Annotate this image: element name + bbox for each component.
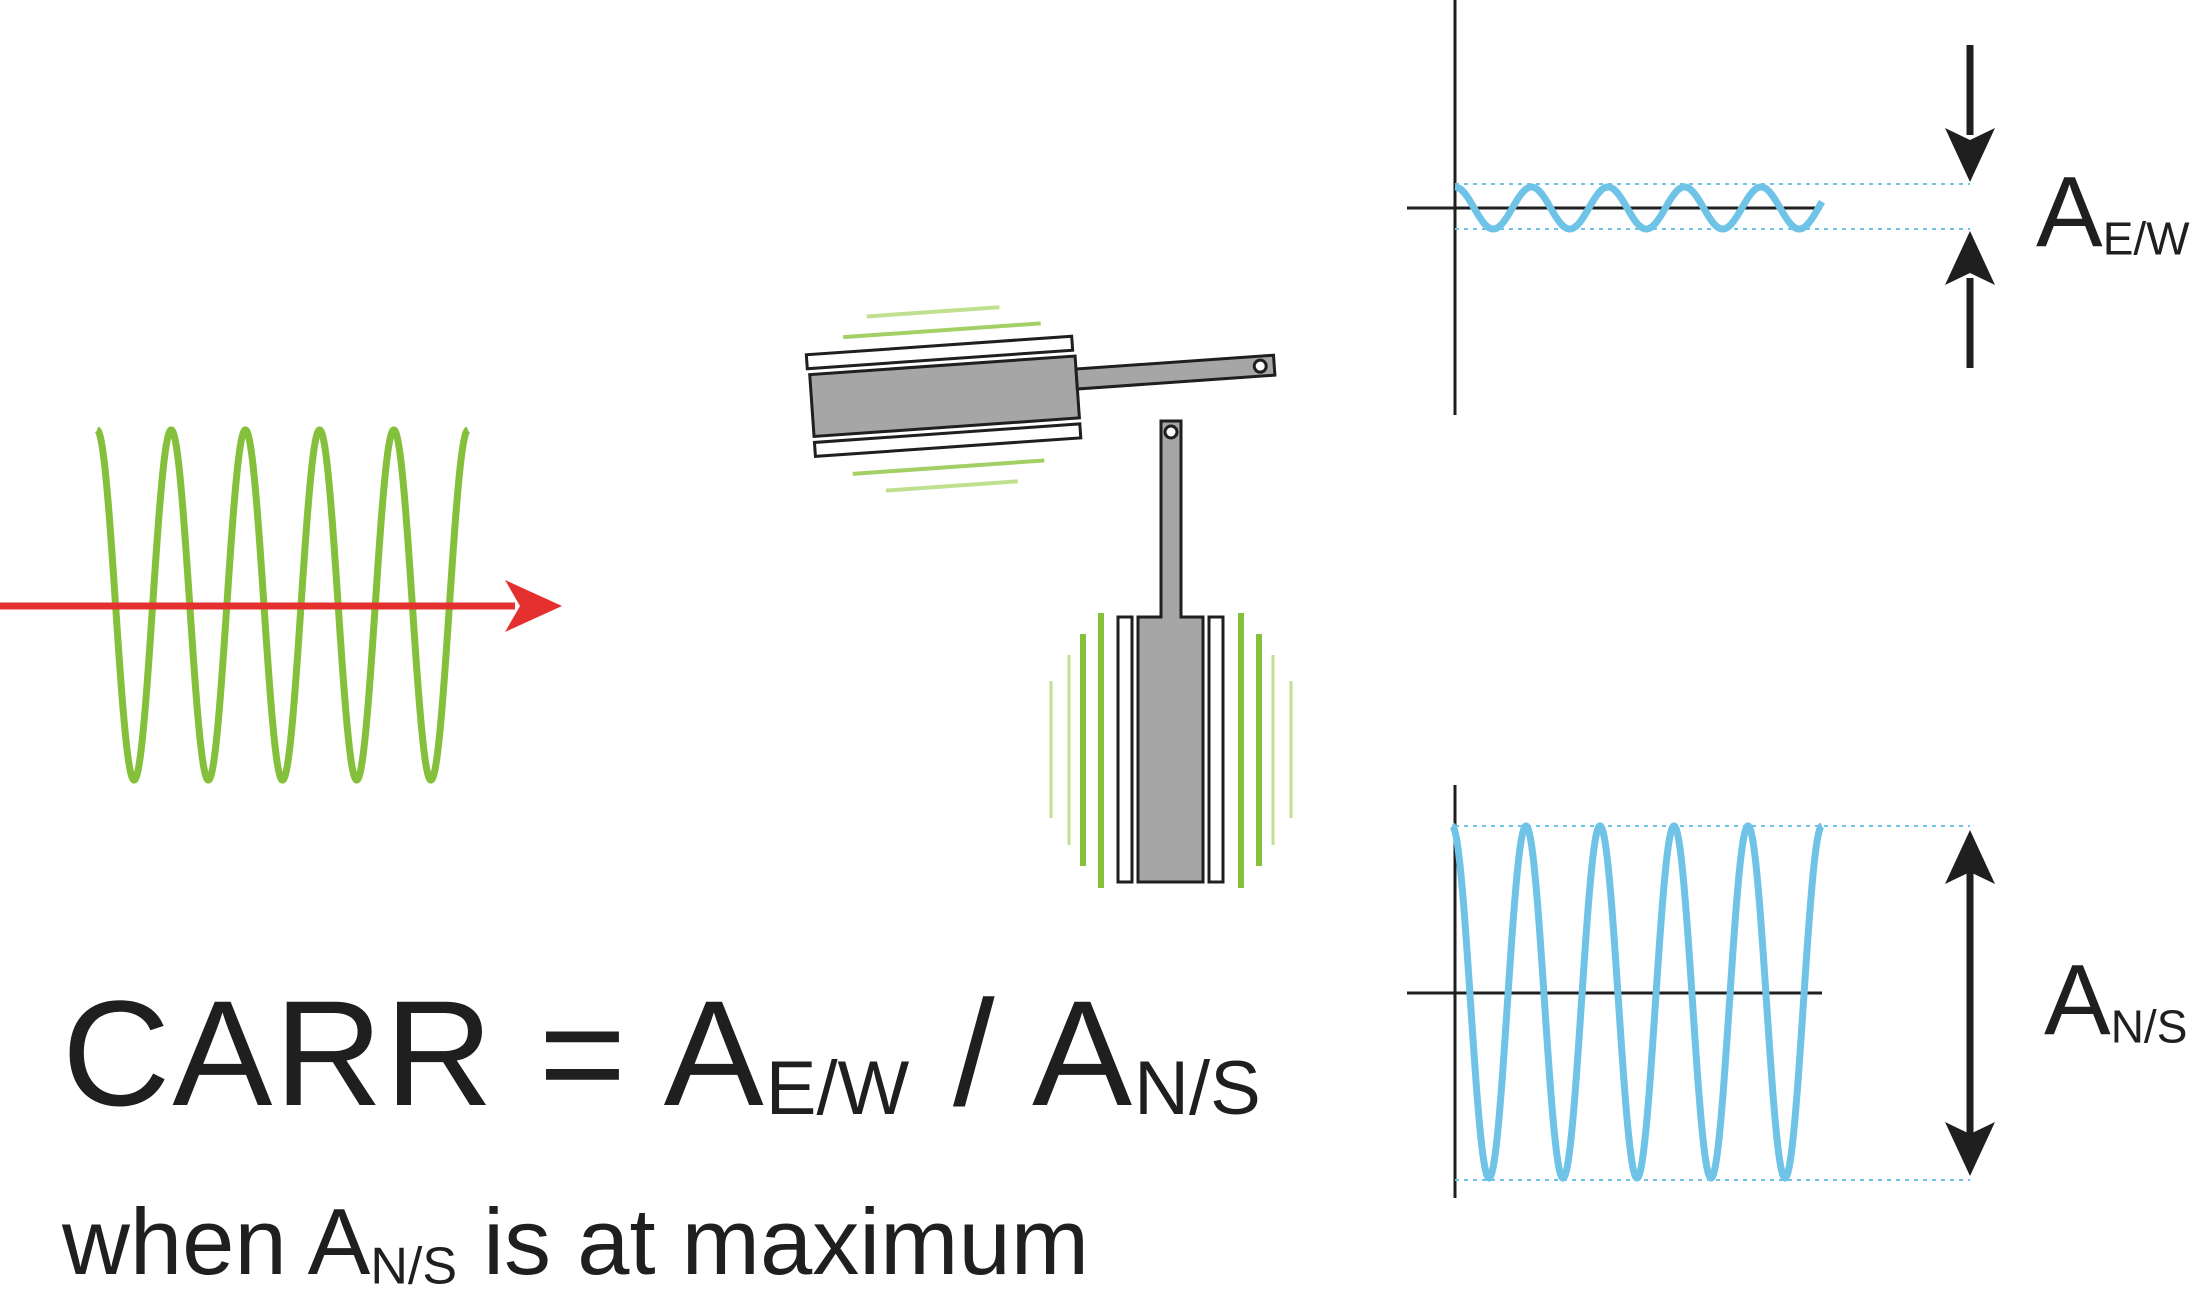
sensor-arm — [1136, 419, 1205, 884]
sensor-body — [808, 354, 1081, 439]
sensor-pivot — [1163, 424, 1179, 440]
sensor-plate-right — [1207, 615, 1225, 884]
vibration-line — [866, 305, 1000, 319]
sensor-arm — [1074, 353, 1277, 391]
ns-response-plot — [1407, 785, 1995, 1198]
ew-arrow-up-head — [1945, 231, 1995, 285]
vibration-line — [852, 458, 1045, 476]
sensor-plate-top — [804, 334, 1075, 371]
ew-response-plot — [1407, 0, 1995, 415]
formula-mid: / A — [909, 969, 1135, 1137]
ew-amplitude-label: AE/W — [2036, 162, 2190, 262]
ew-label-main: A — [2036, 156, 2103, 268]
sensor-plate-bottom — [812, 422, 1083, 459]
ns-arrow-head-up — [1945, 830, 1995, 884]
incident-wave-group — [0, 426, 562, 784]
propagation-arrow-head — [505, 580, 562, 632]
carr-formula: CARR = AE/W / AN/S — [62, 978, 1261, 1128]
note-pre: when A — [62, 1189, 371, 1294]
sensor-plate-left — [1116, 615, 1134, 884]
note-sub: N/S — [370, 1237, 458, 1295]
formula-sub-ns: N/S — [1134, 1046, 1261, 1132]
ns-arrow-head-down — [1945, 1122, 1995, 1176]
ns-blue-wave — [1449, 822, 1825, 1182]
ns-label-main: A — [2044, 944, 2111, 1056]
vibration-line — [843, 321, 1041, 340]
ew-label-sub: E/W — [2102, 212, 2190, 265]
sensor-ns — [1049, 419, 1293, 888]
note-post: is at maximum — [457, 1189, 1090, 1294]
ns-label-sub: N/S — [2110, 1000, 2188, 1053]
formula-condition: when AN/S is at maximum — [62, 1195, 1089, 1295]
vibration-line — [885, 479, 1018, 493]
sensor-ew — [804, 305, 1277, 493]
ew-blue-wave — [1454, 183, 1826, 233]
sensor-pivot — [1252, 358, 1268, 374]
formula-lhs: CARR = A — [62, 969, 766, 1137]
incident-green-wave — [94, 426, 471, 784]
formula-sub-ew: E/W — [765, 1046, 910, 1132]
ns-amplitude-label: AN/S — [2044, 950, 2187, 1050]
ew-arrow-down-head — [1945, 128, 1995, 182]
